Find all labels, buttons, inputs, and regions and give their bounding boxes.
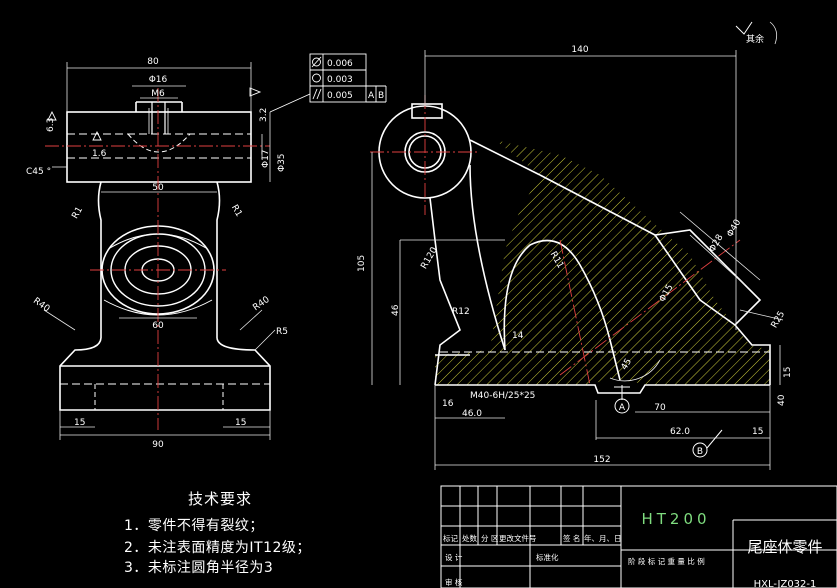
- dim-r1-right: R1: [229, 203, 244, 218]
- tb-stage: 阶 段 标 记 重 量 比 例: [628, 556, 705, 566]
- dim-r25: R25: [770, 310, 788, 330]
- dim-phi17: Φ17: [261, 149, 271, 168]
- dim-70: 70: [654, 403, 666, 413]
- dim-phi28: Φ28: [708, 233, 726, 254]
- dim-50: 50: [152, 183, 164, 193]
- dim-62-0: 62.0: [670, 427, 690, 437]
- tb-count: 处数: [462, 533, 477, 543]
- roughness-1-6: 1.6: [92, 149, 107, 159]
- tol-circularity-value: 0.003: [327, 75, 353, 85]
- requirements-title: 技术要求: [188, 490, 253, 508]
- dim-40-side: 40: [777, 394, 787, 406]
- roughness-16: 16: [442, 399, 454, 409]
- datum-a-marker: A: [619, 403, 626, 413]
- requirement-2: 2．未注表面精度为IT12级；: [124, 540, 311, 556]
- roughness-3-2: 3.2: [259, 108, 269, 122]
- dim-60: 60: [152, 321, 164, 331]
- tol-datum-a: A: [368, 91, 375, 101]
- requirement-1: 1．零件不得有裂纹；: [124, 518, 264, 534]
- dim-80: 80: [147, 57, 159, 67]
- dim-46-0: 46.0: [462, 409, 482, 419]
- surface-note: 其余: [746, 33, 764, 45]
- chamfer-label: C45 °: [26, 167, 51, 177]
- tb-standard: 标准化: [536, 552, 559, 562]
- dim-angle-45: 45: [620, 357, 634, 372]
- dim-152: 152: [593, 455, 610, 465]
- dim-15-right: 15: [235, 418, 246, 428]
- tb-zone: 分 区: [481, 534, 499, 543]
- top-boss-outline: [66, 111, 252, 183]
- title-block: [440, 485, 837, 588]
- dim-90: 90: [152, 440, 164, 450]
- dim-16-side: 15: [783, 367, 793, 378]
- tol-datum-b: B: [378, 91, 384, 101]
- dim-phi16: Φ16: [149, 75, 168, 85]
- roughness-6-3: 6.3: [46, 118, 56, 132]
- tb-drawing-no: HXL-JZ032-1: [754, 579, 817, 588]
- tol-cylindricity-value: 0.006: [327, 59, 353, 69]
- thread-note: M40-6H/25*25: [470, 391, 535, 401]
- dim-m6: M6: [151, 89, 165, 99]
- tb-sign: 签 名: [563, 533, 580, 543]
- tolerance-frame: [269, 53, 387, 113]
- dim-r40-left: R40: [31, 296, 51, 315]
- dim-14: 14: [512, 331, 524, 341]
- tb-material: HT200: [641, 510, 710, 528]
- tb-design: 设 计: [445, 552, 463, 562]
- tb-change-doc: 更改文件号: [499, 533, 537, 543]
- dim-phi35: Φ35: [277, 153, 287, 172]
- tb-mark: 标记: [443, 533, 458, 543]
- dim-105: 105: [357, 255, 367, 272]
- dim-15-left: 15: [74, 418, 85, 428]
- dim-140: 140: [571, 45, 588, 55]
- dim-r5: R5: [276, 327, 288, 337]
- dim-r1-left: R1: [70, 205, 85, 220]
- dim-phi40: Φ40: [725, 218, 743, 239]
- dim-r12: R12: [452, 307, 470, 317]
- dim-46: 46: [391, 304, 401, 316]
- tb-review: 审 核: [445, 577, 463, 587]
- tol-parallelism-value: 0.005: [327, 91, 353, 101]
- datum-b-marker: B: [697, 447, 703, 457]
- requirement-3: 3．未标注圆角半径为3: [124, 560, 274, 576]
- tb-part-name: 尾座体零件: [747, 538, 822, 556]
- tb-date: 年、月、日: [584, 533, 622, 543]
- dim-15-side: 15: [752, 427, 763, 437]
